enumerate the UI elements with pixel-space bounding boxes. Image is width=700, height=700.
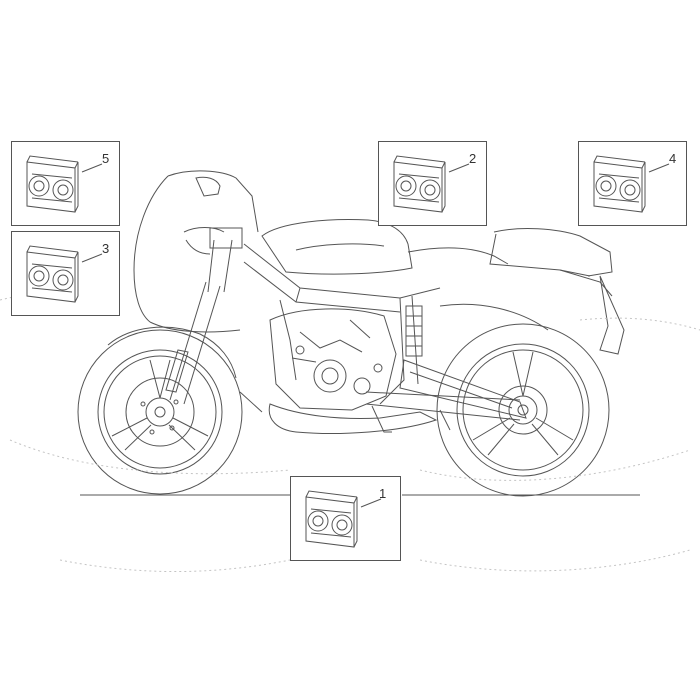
front-fork [165,227,243,405]
swingarm [399,359,527,419]
front-wheel [77,329,243,495]
callout-number: 3 [102,241,110,256]
callout-number: 5 [102,151,110,166]
front-fender [107,326,237,379]
decal-sheet-icon [26,155,103,213]
callout-number: 2 [469,151,477,166]
rear-hugger [439,303,549,331]
decal-sheet-icon [26,245,103,303]
engine [269,308,397,411]
license-holder [599,275,625,355]
decal-sheet-icon [593,155,670,213]
rear-wheel [436,323,610,497]
front-fairing [133,170,259,333]
callout-2: 2 [378,141,487,226]
callout-5: 5 [11,141,120,226]
decal-sheet-icon [305,490,382,548]
rear-shock [405,305,423,357]
fuel-tank [261,219,413,275]
exhaust [239,391,438,434]
frame [243,243,441,405]
chain [365,391,521,421]
callout-number: 4 [669,151,677,166]
callout-number: 1 [379,486,387,501]
callout-4: 4 [578,141,687,226]
seat-tail [407,228,613,297]
callout-1: 1 [290,476,401,561]
callout-3: 3 [11,231,120,316]
decal-sheet-icon [393,155,470,213]
